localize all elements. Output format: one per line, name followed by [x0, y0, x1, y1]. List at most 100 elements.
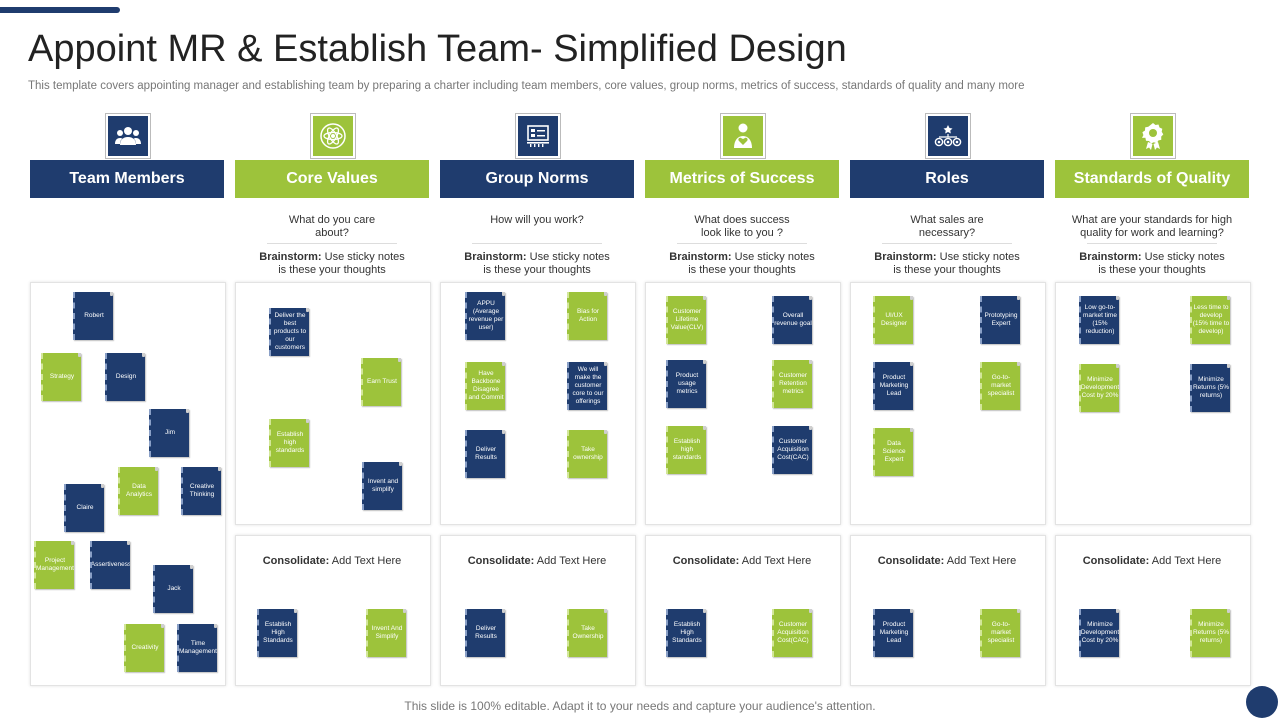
sticky-note-text: Strategy — [49, 373, 75, 380]
standards-of-quality-icon-box — [1130, 113, 1176, 159]
pin-icon — [1227, 296, 1230, 300]
sticky-note[interactable]: Earn Trust — [361, 358, 401, 406]
sticky-note[interactable]: Minimize Development Cost by 20% — [1079, 609, 1119, 657]
sticky-note-text: Product usage metrics — [675, 372, 699, 395]
sticky-note[interactable]: Design — [105, 353, 145, 401]
sticky-note[interactable]: Creativity — [124, 624, 164, 672]
sticky-note[interactable]: Low go-to-market time (15% reduction) — [1079, 296, 1119, 344]
brainstorm-instruction: Brainstorm: Use sticky notes is these yo… — [462, 251, 612, 277]
sticky-note-text: Creative Thinking — [189, 483, 215, 498]
brainstorm-text: Use sticky notes is these your thoughts — [893, 251, 1020, 276]
sticky-note[interactable]: Invent and simplify — [362, 462, 402, 510]
consolidate-heading: Consolidate: Add Text Here — [235, 555, 429, 567]
sticky-note[interactable]: Creative Thinking — [181, 467, 221, 515]
brainstorm-text: Use sticky notes is these your thoughts — [1098, 251, 1225, 276]
sticky-note-text: Establish high standards — [672, 438, 702, 461]
sticky-note[interactable]: We will make the customer core to our of… — [567, 362, 607, 410]
sticky-note[interactable]: Minimize Development Cost by 20% — [1079, 364, 1119, 412]
column-header-core-values: Core Values — [235, 160, 429, 198]
sticky-note[interactable]: Prototyping Expert — [980, 296, 1020, 344]
consolidate-heading: Consolidate: Add Text Here — [850, 555, 1044, 567]
sticky-note[interactable]: Customer Acquisition Cost(CAC) — [772, 426, 812, 474]
divider — [267, 243, 397, 244]
sticky-note[interactable]: Bias for Action — [567, 292, 607, 340]
pin-icon — [809, 609, 812, 613]
sticky-note-text: Deliver Results — [475, 625, 497, 640]
brainstorm-instruction: Brainstorm: Use sticky notes is these yo… — [872, 251, 1022, 277]
pin-icon — [910, 362, 913, 366]
sticky-note-text: Deliver Results — [475, 446, 497, 461]
pin-icon — [1017, 362, 1020, 366]
sticky-note[interactable]: Time Management — [177, 624, 217, 672]
corner-decoration — [1246, 686, 1278, 718]
divider — [472, 243, 602, 244]
sticky-note[interactable]: UI/UX Designer — [873, 296, 913, 344]
pin-icon — [910, 296, 913, 300]
pin-icon — [306, 308, 309, 312]
pin-icon — [218, 467, 221, 471]
consolidate-text: Add Text Here — [1149, 555, 1222, 567]
sticky-note[interactable]: Deliver Results — [465, 430, 505, 478]
column-header-metrics-of-success: Metrics of Success — [645, 160, 839, 198]
sticky-note[interactable]: APPU (Average revenue per user) — [465, 292, 505, 340]
sticky-note[interactable]: Take Ownership — [567, 609, 607, 657]
pin-icon — [604, 292, 607, 296]
sticky-note[interactable]: Deliver Results — [465, 609, 505, 657]
sticky-note-text: Establish High Standards — [263, 621, 293, 644]
column-header-group-norms: Group Norms — [440, 160, 634, 198]
sticky-note[interactable]: Take ownership — [567, 430, 607, 478]
sticky-note[interactable]: Establish high standards — [666, 426, 706, 474]
sticky-note[interactable]: Less time to develop (15% time to develo… — [1190, 296, 1230, 344]
pin-icon — [809, 426, 812, 430]
quality-award-icon — [1133, 116, 1173, 156]
sticky-note-text: Customer Acquisition Cost(CAC) — [777, 621, 809, 644]
sticky-note-text: Take ownership — [573, 446, 603, 461]
column-header-standards-of-quality: Standards of Quality — [1055, 160, 1249, 198]
sticky-note-text: Customer Acquisition Cost(CAC) — [777, 438, 809, 461]
sticky-note[interactable]: Customer Retention metrics — [772, 360, 812, 408]
sticky-note[interactable]: Deliver the best products to our custome… — [269, 308, 309, 356]
sticky-note[interactable]: Overall revenue goal — [772, 296, 812, 344]
sticky-note[interactable]: Product Marketing Lead — [873, 362, 913, 410]
presentation-board-icon — [518, 116, 558, 156]
divider — [882, 243, 1012, 244]
pin-icon — [502, 609, 505, 613]
sticky-note[interactable]: Claire — [64, 484, 104, 532]
sticky-note[interactable]: Product usage metrics — [666, 360, 706, 408]
sticky-note[interactable]: Invent And Simplify — [366, 609, 406, 657]
sticky-note[interactable]: Product Marketing Lead — [873, 609, 913, 657]
sticky-note[interactable]: Establish High Standards — [666, 609, 706, 657]
sticky-note[interactable]: Jim — [149, 409, 189, 457]
sticky-note[interactable]: Data Analytics — [118, 467, 158, 515]
pin-icon — [155, 467, 158, 471]
sticky-note[interactable]: Strategy — [41, 353, 81, 401]
sticky-note-text: Overall revenue goal — [774, 312, 812, 327]
sticky-note[interactable]: Data Science Expert — [873, 428, 913, 476]
sticky-note[interactable]: Robert — [73, 292, 113, 340]
brainstorm-text: Use sticky notes is these your thoughts — [278, 251, 405, 276]
sticky-note[interactable]: Go-to-market specialist — [980, 609, 1020, 657]
sticky-note[interactable]: Customer Lifetime Value(CLV) — [666, 296, 706, 344]
column-header-roles: Roles — [850, 160, 1044, 198]
sticky-note-text: Less time to develop (15% time to develo… — [1192, 304, 1230, 335]
sticky-note-text: Minimize Development Cost by 20% — [1080, 376, 1119, 399]
sticky-note[interactable]: Minimize Returns (5% returns) — [1190, 364, 1230, 412]
sticky-note[interactable]: Jack — [153, 565, 193, 613]
sticky-note-text: Low go-to-market time (15% reduction) — [1083, 304, 1117, 335]
sticky-note-text: Robert — [84, 312, 104, 319]
sticky-note[interactable]: Go-to-market specialist — [980, 362, 1020, 410]
pin-icon — [502, 292, 505, 296]
pin-icon — [604, 609, 607, 613]
sticky-note[interactable]: Establish high standards — [269, 419, 309, 467]
pin-icon — [214, 624, 217, 628]
sticky-note-text: UI/UX Designer — [880, 312, 907, 327]
pin-icon — [78, 353, 81, 357]
consolidate-heading: Consolidate: Add Text Here — [440, 555, 634, 567]
sticky-note[interactable]: Customer Acquisition Cost(CAC) — [772, 609, 812, 657]
sticky-note[interactable]: Minimize Returns (5% returns) — [1190, 609, 1230, 657]
sticky-note[interactable]: Project Management — [34, 541, 74, 589]
sticky-note[interactable]: Establish High Standards — [257, 609, 297, 657]
sticky-note[interactable]: Assertiveness — [90, 541, 130, 589]
sticky-note[interactable]: Have Backbone Disagree and Commit — [465, 362, 505, 410]
sticky-note-text: Minimize Returns (5% returns) — [1192, 621, 1230, 644]
